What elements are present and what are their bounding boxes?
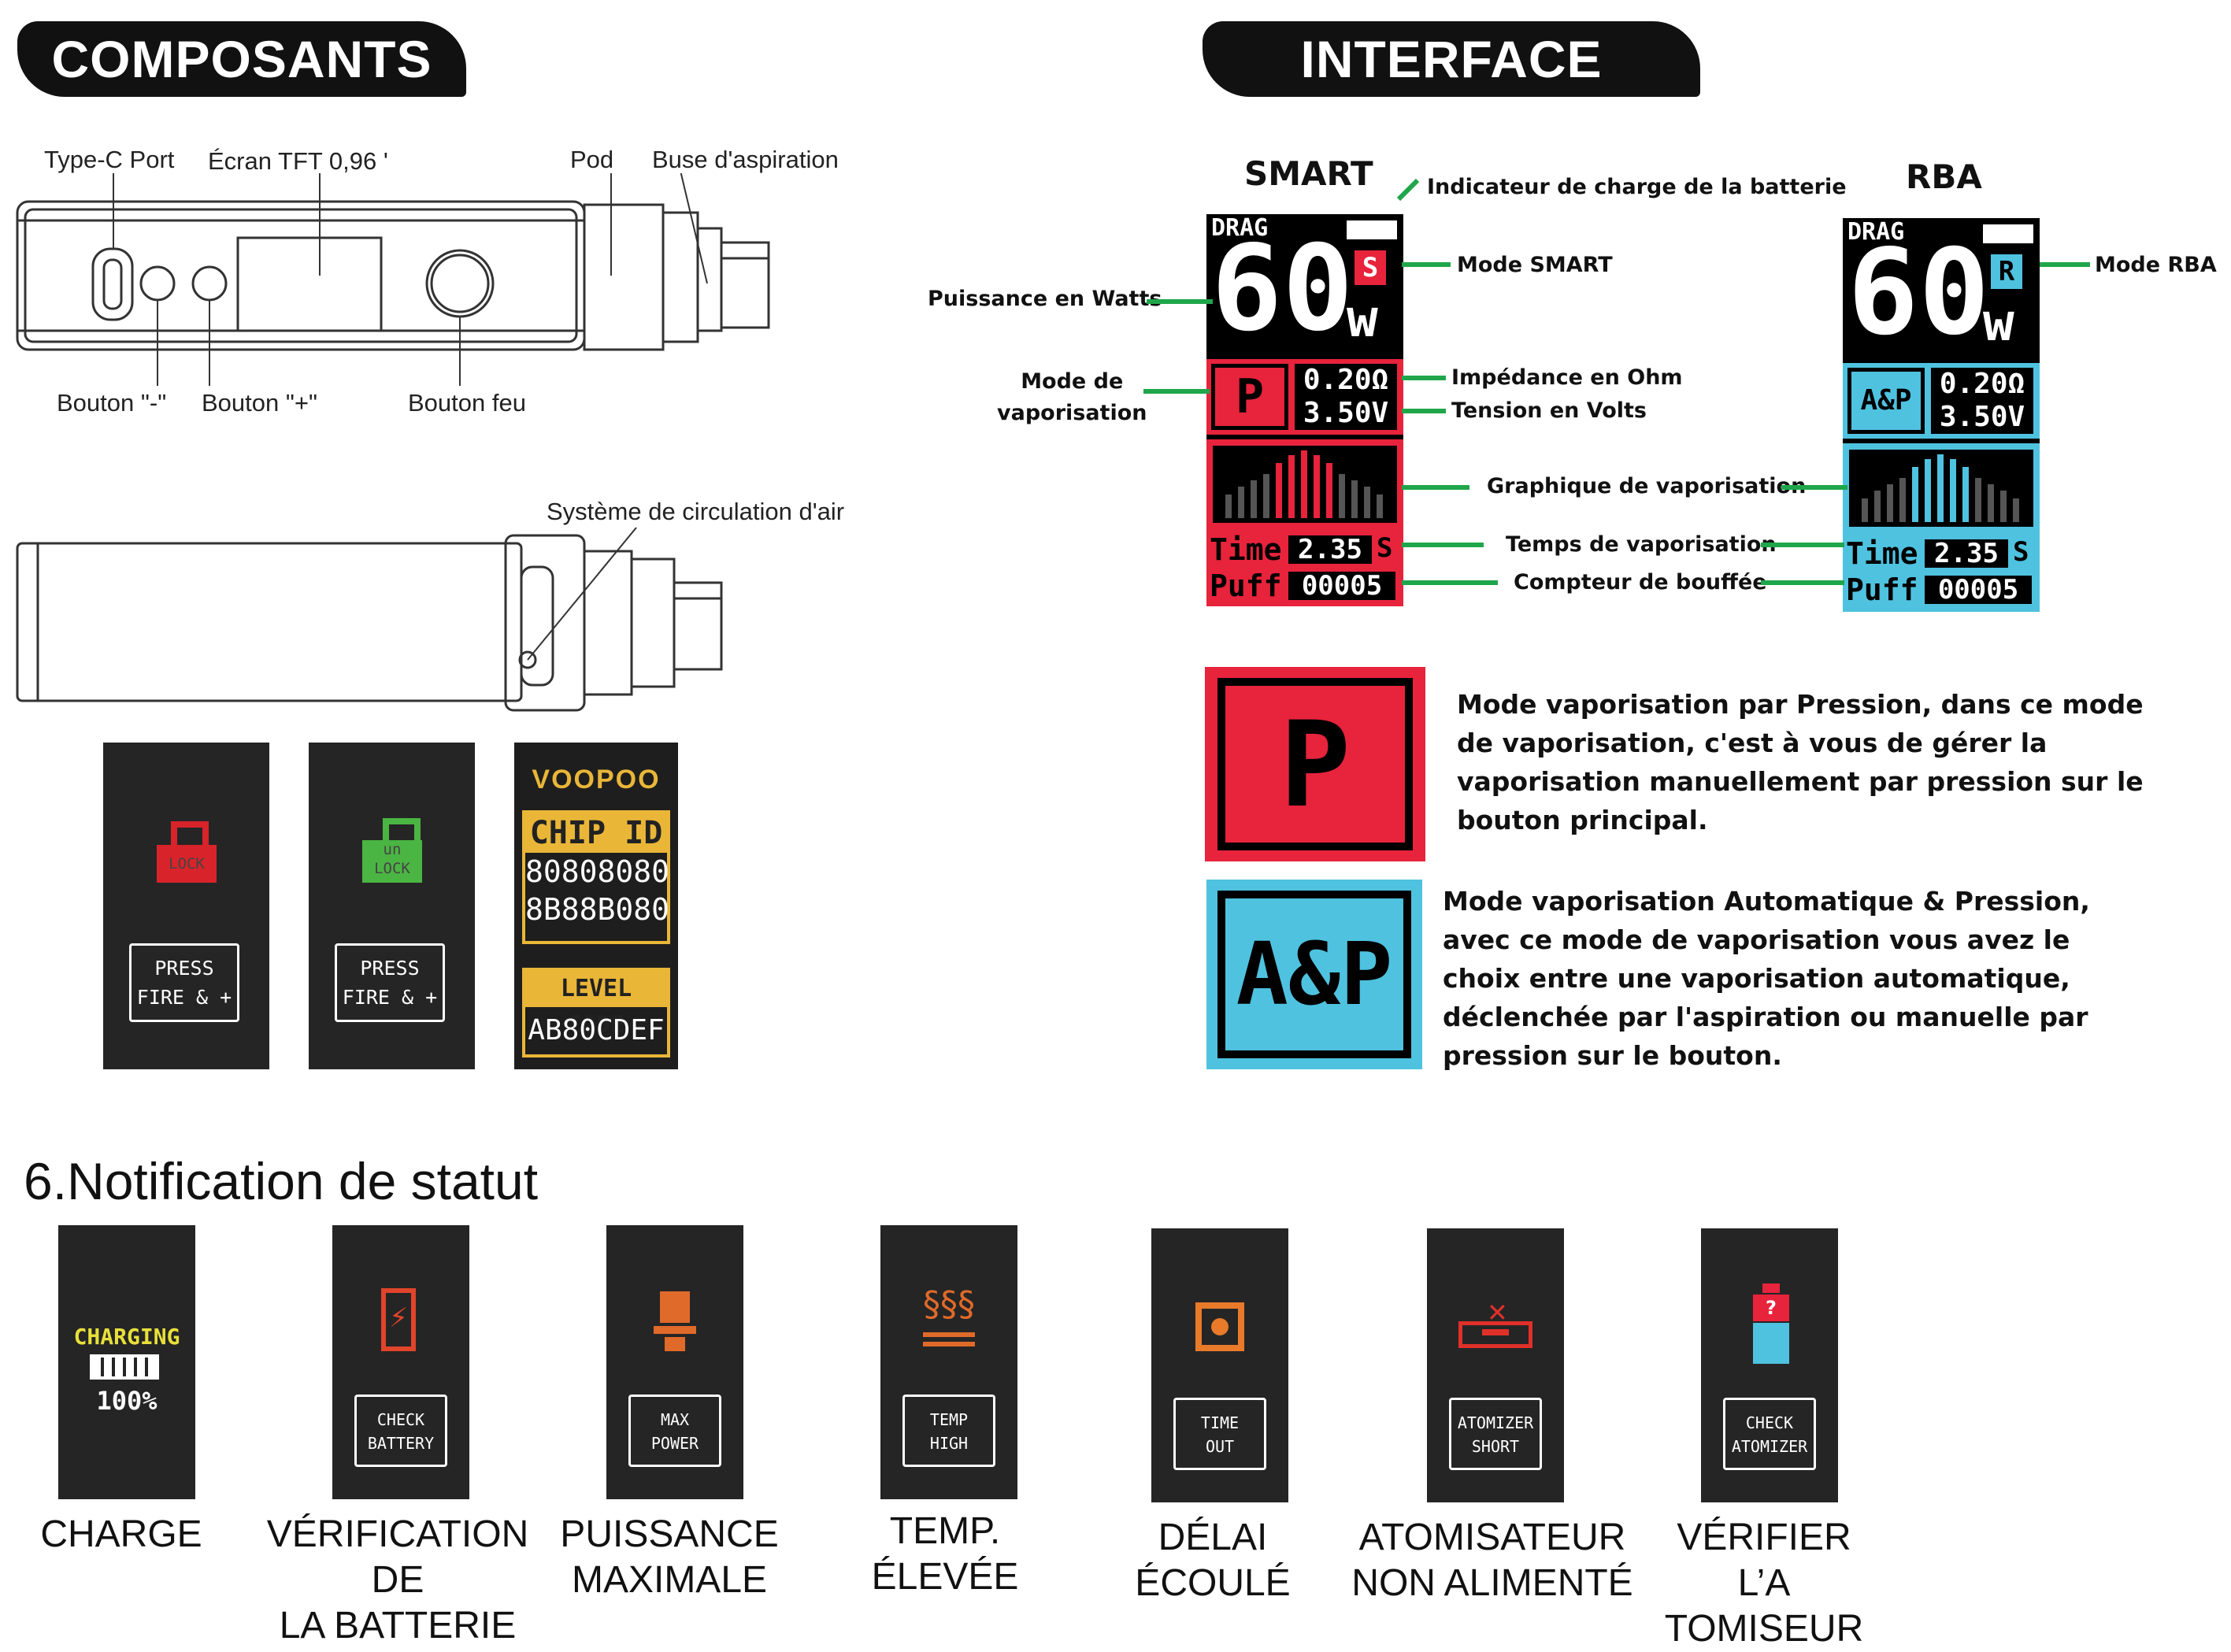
interface-header: INTERFACE — [1203, 21, 1700, 97]
smart-mode-callout: Mode SMART — [1457, 253, 1613, 277]
rba-mode-line — [2040, 262, 2090, 267]
vape-graph — [1843, 443, 2040, 533]
battery-warning-icon: ⚡ — [381, 1288, 416, 1351]
type-c-label: Type-C Port — [44, 146, 175, 173]
rba-title: RBA — [1906, 157, 1982, 196]
level-code-panel: LEVEL CODE AB80CDEF — [522, 968, 670, 1058]
mode-ap-description: Mode vaporisation Automatique & Pression… — [1443, 886, 2090, 1071]
volt-line — [1402, 409, 1446, 413]
fire-button-label: Bouton feu — [408, 389, 526, 417]
status-label-time-out: DÉLAI ÉCOULÉ — [1135, 1517, 1291, 1604]
pod-label: Pod — [570, 146, 614, 173]
clock-icon — [1195, 1302, 1244, 1351]
ohm-callout: Impédance en Ohm — [1451, 365, 1683, 390]
time-row: Time 2.35 S Puff 00005 — [1843, 533, 2040, 612]
chip-id-panel: CHIP ID 80808080 8B88B080 — [522, 810, 670, 944]
ohm-line — [1402, 376, 1446, 380]
time-row: Time 2.35 S Puff 00005 — [1206, 529, 1403, 606]
status-label-atomizer-short: ATOMISATEUR NON ALIMENTÉ — [1351, 1517, 1633, 1604]
battery-icon — [1983, 224, 2033, 243]
smart-title: SMART — [1244, 154, 1373, 193]
vape-graph — [1206, 439, 1403, 529]
status-title: 6.Notification de statut — [24, 1152, 539, 1210]
screen-label: Écran TFT 0,96 ' — [208, 147, 388, 175]
minus-button-label: Bouton "-" — [57, 389, 167, 417]
status-screen-time-out: TIME OUT — [1151, 1228, 1288, 1502]
rba-screen: DRAG 60 R w A&P 0.20Ω 3.50V Time 2.35 S … — [1843, 218, 2040, 612]
unlock-icon: un LOCK — [362, 818, 422, 883]
plus-button-label: Bouton "+" — [202, 389, 317, 417]
status-label-max-power: PUISSANCE MAXIMALE — [560, 1513, 779, 1601]
chip-id-screen: VOOPOO CHIP ID 80808080 8B88B080 LEVEL C… — [514, 743, 678, 1069]
unlock-screen: un LOCK PRESS FIRE & + — [309, 743, 475, 1069]
status-label-check-battery: VÉRIFICATION DE LA BATTERIE — [266, 1513, 529, 1646]
time-callout: Temps de vaporisation — [1506, 532, 1777, 557]
lock-screen: LOCK PRESS FIRE & + — [103, 743, 269, 1069]
battery-icon — [1347, 220, 1397, 239]
status-screen-check-atomizer: ? CHECK ATOMIZER — [1701, 1228, 1838, 1502]
brand-text: DRAG — [1211, 214, 1269, 242]
components-header: COMPOSANTS — [17, 21, 466, 97]
heat-icon: §§§ — [923, 1284, 975, 1324]
status-screen-temp-high: §§§ TEMP HIGH — [880, 1225, 1017, 1499]
watts-value: 60 — [1211, 220, 1354, 357]
status-screen-atomizer-short: ✕ ATOMIZER SHORT — [1427, 1228, 1564, 1502]
device-front-drawing — [16, 173, 770, 386]
mode-p-description: Mode vaporisation par Pression, dans ce … — [1457, 689, 2144, 835]
status-screen-check-battery: ⚡ CHECK BATTERY — [332, 1225, 469, 1499]
brand-text: DRAG — [1847, 218, 1905, 246]
smart-screen: DRAG 60 S w P 0.20Ω 3.50V Time 2.35 S Pu… — [1206, 214, 1403, 606]
smart-mode-badge: S — [1355, 250, 1386, 285]
voopoo-logo: VOOPOO — [532, 765, 661, 795]
watts-value: 60 — [1847, 224, 1990, 361]
graph-callout: Graphique de vaporisation — [1487, 474, 1807, 498]
watt-unit: w — [1983, 292, 2014, 353]
puff-line-left — [1402, 580, 1498, 585]
mouthpiece-label: Buse d'aspiration — [652, 146, 839, 173]
battery-full-icon — [90, 1354, 159, 1380]
status-label-check-atomizer: VÉRIFIER L’A TOMISEUR — [1664, 1517, 1864, 1650]
airflow-label: Système de circulation d'air — [547, 498, 845, 525]
watts-line — [1147, 299, 1213, 304]
vape-mode-callout: Mode de vaporisation — [997, 369, 1147, 425]
puff-line-right — [1761, 580, 1844, 585]
mode-ap-icon: A&P — [1206, 880, 1422, 1069]
pod-question-icon: ? — [1753, 1283, 1789, 1364]
graph-line-right — [1781, 485, 1847, 490]
status-label-charge: CHARGE — [40, 1513, 202, 1555]
battery-line — [1396, 178, 1420, 202]
battery-callout: Indicateur de charge de la batterie — [1427, 175, 1847, 199]
status-screen-max-power: MAX POWER — [606, 1225, 743, 1499]
graph-line-left — [1402, 485, 1469, 490]
rba-mode-badge: R — [1991, 254, 2022, 289]
status-label-temp-high: TEMP. ÉLEVÉE — [871, 1510, 1019, 1598]
coil-icon — [654, 1291, 696, 1351]
watt-unit: w — [1347, 288, 1378, 349]
vape-mode-panel: A&P 0.20Ω 3.50V — [1843, 363, 2040, 439]
atomizer-short-icon: ✕ — [1458, 1298, 1532, 1350]
mode-p-icon: P — [1205, 667, 1425, 861]
press-fire-box: PRESS FIRE & + — [335, 943, 445, 1022]
vape-mode-panel: P 0.20Ω 3.50V — [1206, 359, 1403, 435]
time-line-right — [1761, 543, 1844, 547]
status-screen-charging: CHARGING 100% — [58, 1225, 195, 1499]
press-fire-box: PRESS FIRE & + — [129, 943, 239, 1022]
time-line-left — [1402, 543, 1484, 547]
smart-mode-line — [1402, 262, 1451, 267]
volt-callout: Tension en Volts — [1451, 398, 1647, 423]
device-side-drawing — [16, 527, 723, 712]
lock-icon: LOCK — [157, 821, 217, 883]
rba-mode-callout: Mode RBA — [2095, 253, 2217, 277]
watts-callout: Puissance en Watts — [928, 287, 1162, 311]
vape-mode-line — [1143, 389, 1210, 394]
puff-callout: Compteur de bouffée — [1514, 570, 1767, 594]
